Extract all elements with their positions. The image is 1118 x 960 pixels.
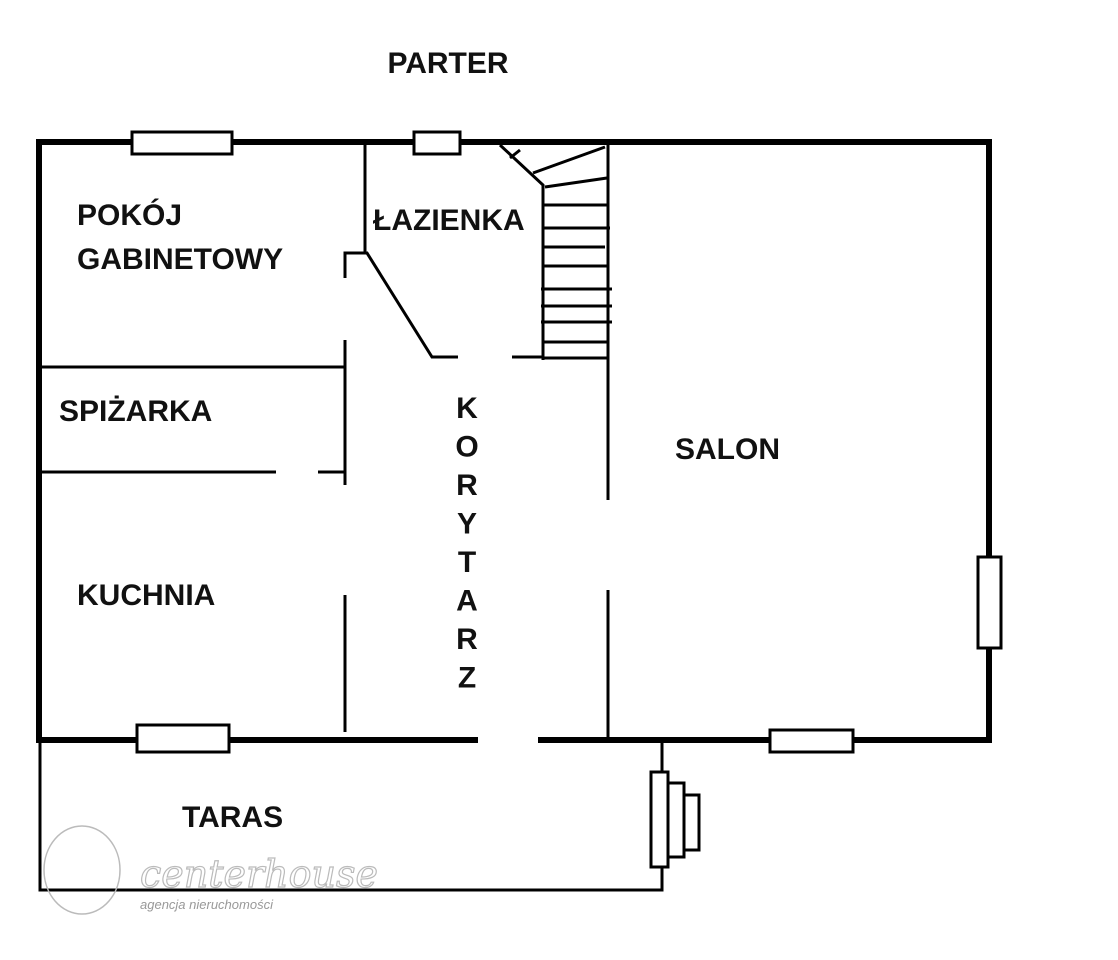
step [682, 793, 701, 852]
korytarz-letter: K [456, 392, 478, 425]
room-label-taras: TARAS [182, 801, 283, 834]
watermark-brand: centerhouse [140, 852, 378, 896]
korytarz-letter: A [456, 585, 478, 618]
window [135, 723, 231, 754]
window [412, 130, 462, 156]
korytarz-letter: Y [457, 508, 477, 541]
window [130, 130, 234, 156]
korytarz-letter: T [458, 546, 476, 579]
windows [130, 130, 1003, 754]
room-label-spizarka: SPIŻARKA [59, 395, 212, 428]
window [768, 728, 855, 754]
korytarz-letter: Z [458, 662, 476, 695]
room-label-gabinet-2: GABINETOWY [77, 243, 283, 276]
korytarz-letter: O [455, 431, 478, 464]
room-label-kuchnia: KUCHNIA [77, 579, 215, 612]
step [649, 770, 670, 869]
room-label-gabinet: POKÓJ [77, 198, 182, 232]
room-label-salon: SALON [675, 433, 780, 466]
korytarz-letter: R [456, 623, 478, 656]
room-label-lazienka: ŁAZIENKA [373, 204, 525, 237]
window [976, 555, 1003, 650]
watermark-logo: centerhouse agencja nieruchomości [43, 825, 379, 915]
terrace [38, 742, 701, 892]
staircase [498, 143, 612, 360]
step [666, 781, 686, 859]
watermark-tagline: agencja nieruchomości [140, 897, 274, 912]
korytarz-letter: R [456, 469, 478, 502]
plan-title: PARTER [387, 47, 508, 80]
